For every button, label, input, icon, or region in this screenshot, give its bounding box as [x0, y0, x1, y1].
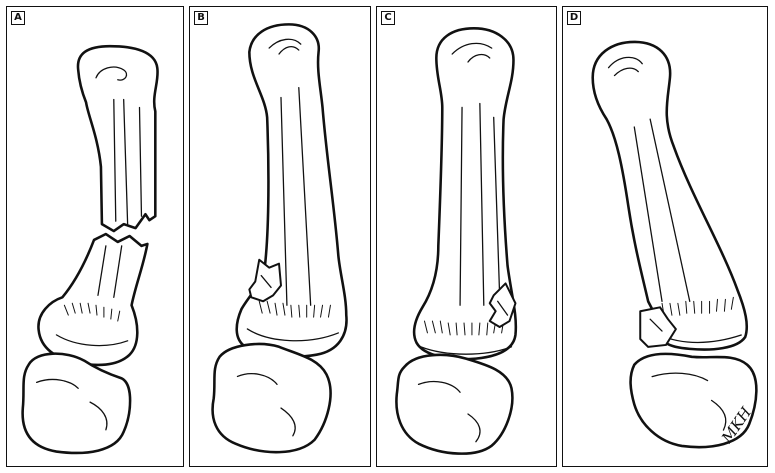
fragment-crack: [497, 300, 509, 316]
panel-label: C: [381, 11, 395, 25]
shaft-line: [649, 118, 691, 303]
panel-label: A: [11, 11, 25, 25]
head-contour-line: [467, 53, 491, 63]
articular-hatching: [423, 320, 505, 336]
shaft-line: [138, 106, 143, 217]
shaft-line: [479, 102, 485, 306]
base-contour-line: [55, 334, 129, 347]
shaft-line: [633, 126, 663, 303]
panel-a: A: [6, 6, 184, 467]
fracture-illustration-a: [21, 44, 159, 455]
head-contour-line: [268, 38, 302, 49]
head-contour-line: [278, 45, 300, 55]
panel-b: B: [189, 6, 371, 467]
fracture-illustration-d: MKH: [591, 40, 758, 449]
avulsion-fragment: [488, 282, 517, 328]
articular-hatching: [661, 296, 734, 316]
panel-c: C: [376, 6, 557, 467]
base-contour-line: [419, 346, 513, 355]
shaft-line: [493, 116, 501, 296]
base-contour-line: [246, 328, 339, 342]
shaft-line: [459, 106, 463, 306]
shaft-line: [298, 87, 312, 306]
head-notch-line: [95, 66, 128, 81]
lower-bone-contour: [36, 378, 79, 389]
shaft-line: [123, 98, 129, 225]
fracture-illustration-c: [395, 27, 518, 455]
lower-bone-contour: [651, 372, 709, 382]
whole-bone: [412, 27, 518, 361]
panel-label: D: [567, 11, 581, 25]
head-contour-line: [613, 67, 639, 77]
lower-bone-contour: [710, 399, 727, 431]
head-contour-line: [451, 42, 493, 55]
fragment-crack: [260, 274, 272, 289]
lower-bone-contour: [280, 407, 296, 437]
panel-d: D MKH: [562, 6, 768, 467]
shaft-line: [113, 98, 117, 222]
lower-bone-contour: [89, 401, 108, 431]
shaft-line: [113, 245, 123, 298]
head-contour-line: [607, 56, 643, 69]
shaft-line: [97, 245, 107, 296]
lower-bone-contour: [236, 373, 278, 386]
lower-bone-contour: [467, 413, 481, 443]
bone-head-fragment: [76, 44, 159, 233]
shaft-line: [280, 96, 288, 306]
articular-hatching: [258, 300, 331, 318]
panel-label: B: [194, 11, 208, 25]
lower-bone: [21, 352, 132, 455]
fracture-illustration-b: [211, 23, 348, 454]
lower-bone: [395, 353, 514, 455]
lower-bone: [211, 342, 332, 454]
whole-bone: [591, 40, 749, 351]
lower-bone-contour: [417, 380, 461, 393]
articular-hatching: [63, 302, 121, 322]
fragment-crack: [649, 318, 663, 332]
